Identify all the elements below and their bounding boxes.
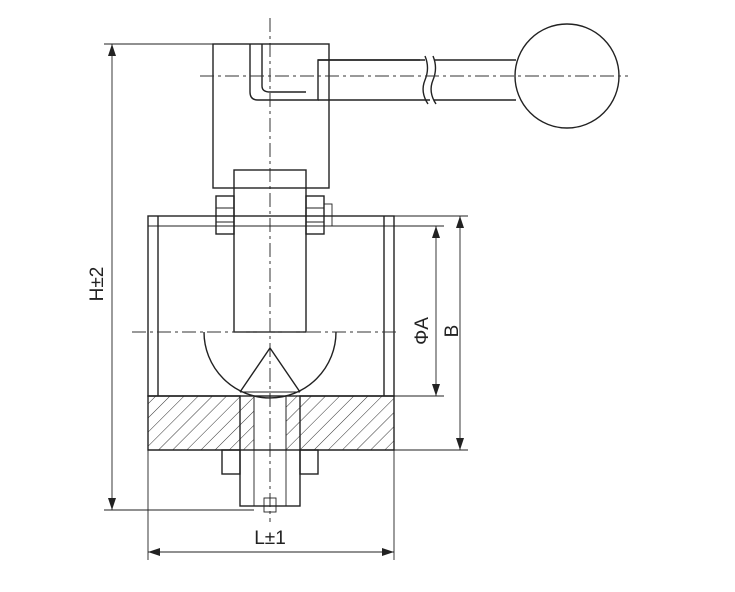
dimension-b-label: B: [442, 325, 463, 338]
dimension-a-label: ΦA: [412, 317, 433, 345]
dimension-a: ΦA: [394, 225, 444, 397]
dimension-l-label: L±1: [254, 528, 286, 549]
disc: [203, 331, 337, 399]
dimension-h-label: H±2: [87, 267, 108, 302]
stem: [215, 169, 333, 333]
valve-body: [132, 215, 398, 399]
dimension-b: B: [394, 215, 468, 451]
lever-upper: [249, 44, 420, 101]
lever-inner: [261, 44, 306, 93]
handle: [200, 23, 628, 189]
lower-flange: [147, 395, 395, 513]
dimension-h: H±2: [87, 43, 254, 511]
dimension-l: L±1: [147, 450, 395, 560]
handle-block: [212, 43, 330, 189]
